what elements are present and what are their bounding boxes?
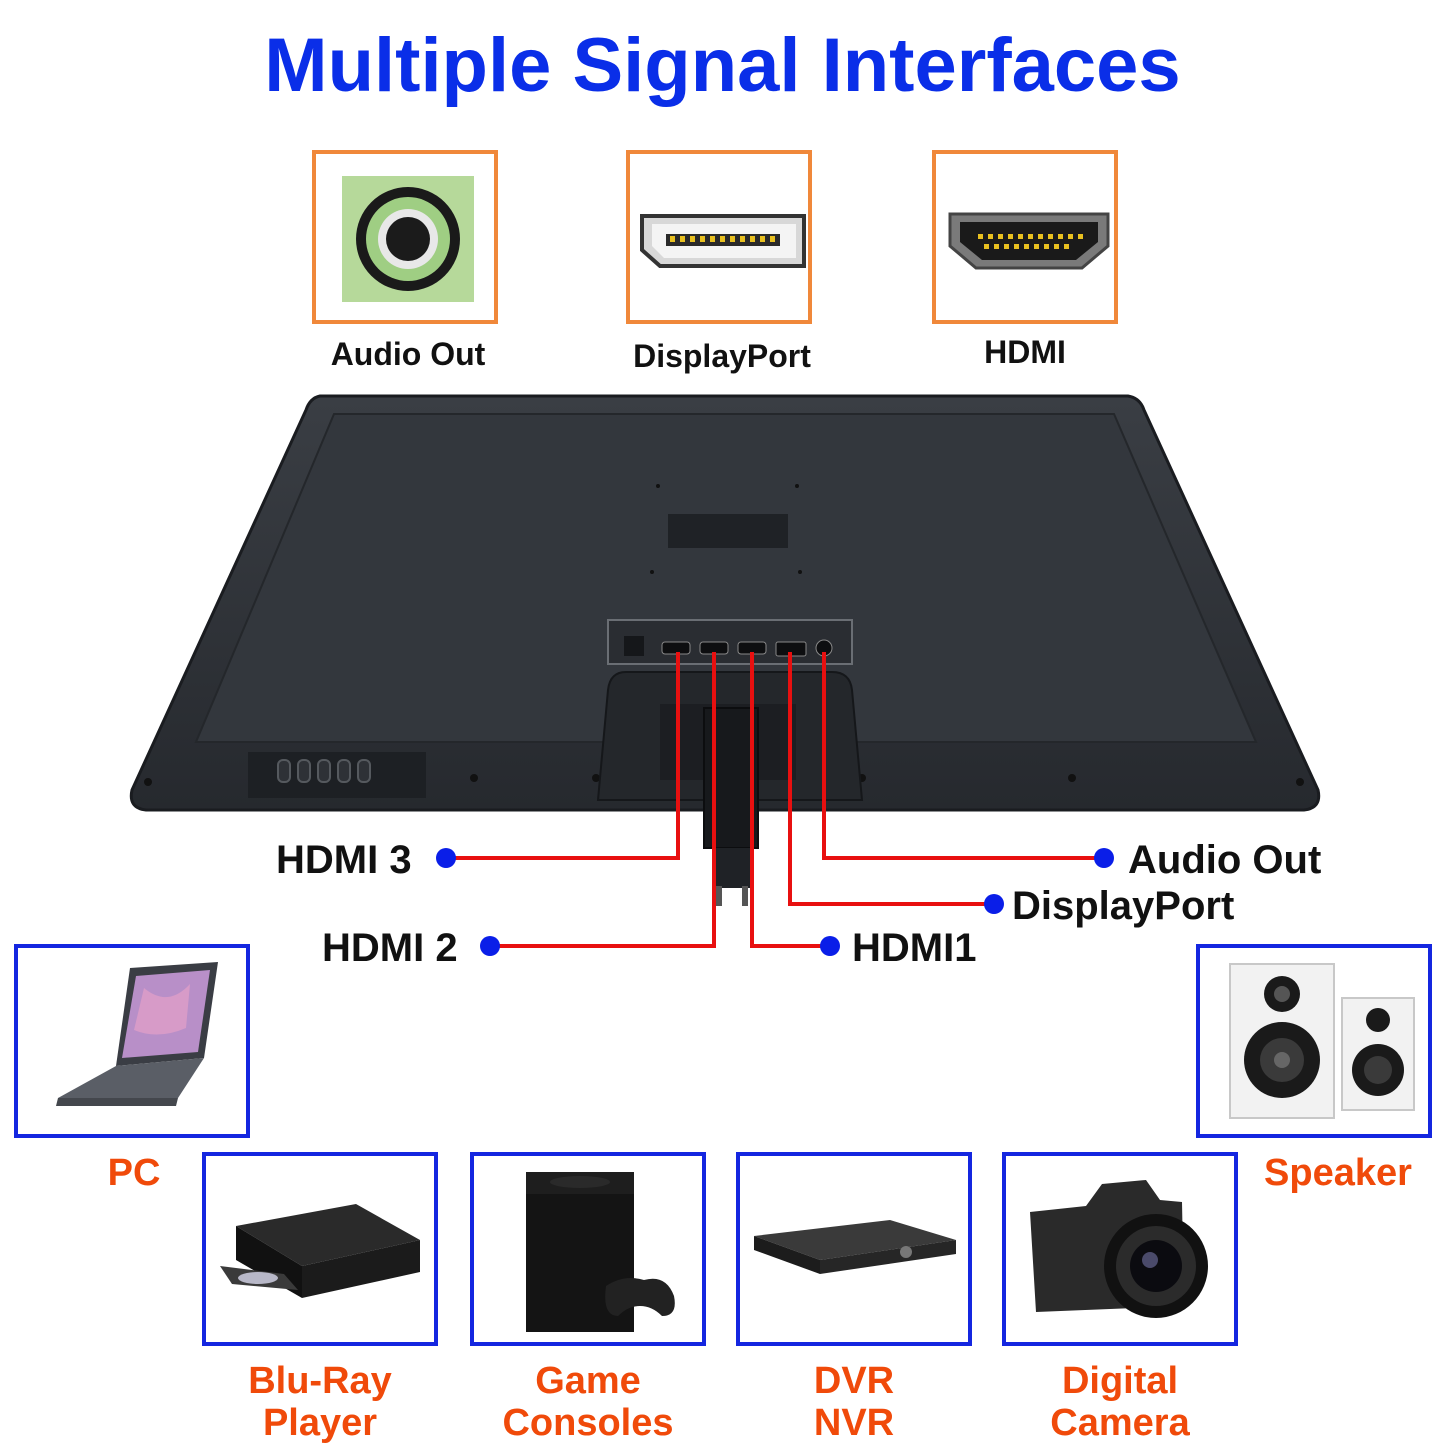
laptop-icon [56,962,218,1106]
wire-hdmi3 [446,652,680,860]
pc-label: PC [107,1152,161,1194]
signal-wires [446,652,1104,948]
displayport-conn-label: DisplayPort [1012,884,1235,928]
audio-out-conn-label: Audio Out [1128,838,1322,882]
displayport-port-label: DisplayPort [633,338,811,374]
dot-hdmi3 [436,848,456,868]
hdmi3-label: HDMI 3 [276,838,412,882]
audio-jack-icon [342,176,474,302]
hdmi2-label: HDMI 2 [322,926,458,970]
camera-device-box [1002,1152,1238,1346]
dvr-label: DVR NVR [813,1360,895,1444]
audio-out-port-box [312,150,498,324]
dot-hdmi2 [480,936,500,956]
dot-audio-out [1094,848,1114,868]
hdmi-port-icon [948,212,1110,270]
wire-endpoints [436,848,1114,956]
camera-label: Digital Camera [1050,1360,1190,1444]
wire-displayport [788,652,994,906]
bluray-device-box [202,1152,438,1346]
monitor-stand [596,671,864,906]
dot-hdmi1 [820,936,840,956]
page-title: Multiple Signal Interfaces [264,23,1181,108]
hdmi-port-box [932,150,1118,324]
wire-hdmi2 [490,652,716,948]
hdmi-port-label: HDMI [984,334,1066,370]
game-console-icon [526,1172,675,1332]
speaker-label: Speaker [1264,1152,1412,1194]
pc-device-box [14,944,250,1138]
game-label: Game Consoles [502,1360,674,1444]
hdmi1-label: HDMI1 [852,926,977,970]
wire-audio-out [822,652,1104,860]
displayport-icon [640,214,806,268]
wire-hdmi1 [750,652,830,948]
dvr-device-box [736,1152,972,1346]
speaker-icon [1229,963,1415,1119]
monitor-back [129,394,1321,812]
dot-displayport [984,894,1004,914]
bluray-player-icon [220,1204,420,1298]
speaker-device-box [1196,944,1432,1138]
audio-out-port-label: Audio Out [330,336,486,372]
dvr-icon [754,1220,956,1274]
bluray-label: Blu-Ray Player [248,1360,392,1444]
camera-icon [1030,1180,1208,1318]
game-device-box [470,1152,706,1346]
displayport-port-box [626,150,812,324]
